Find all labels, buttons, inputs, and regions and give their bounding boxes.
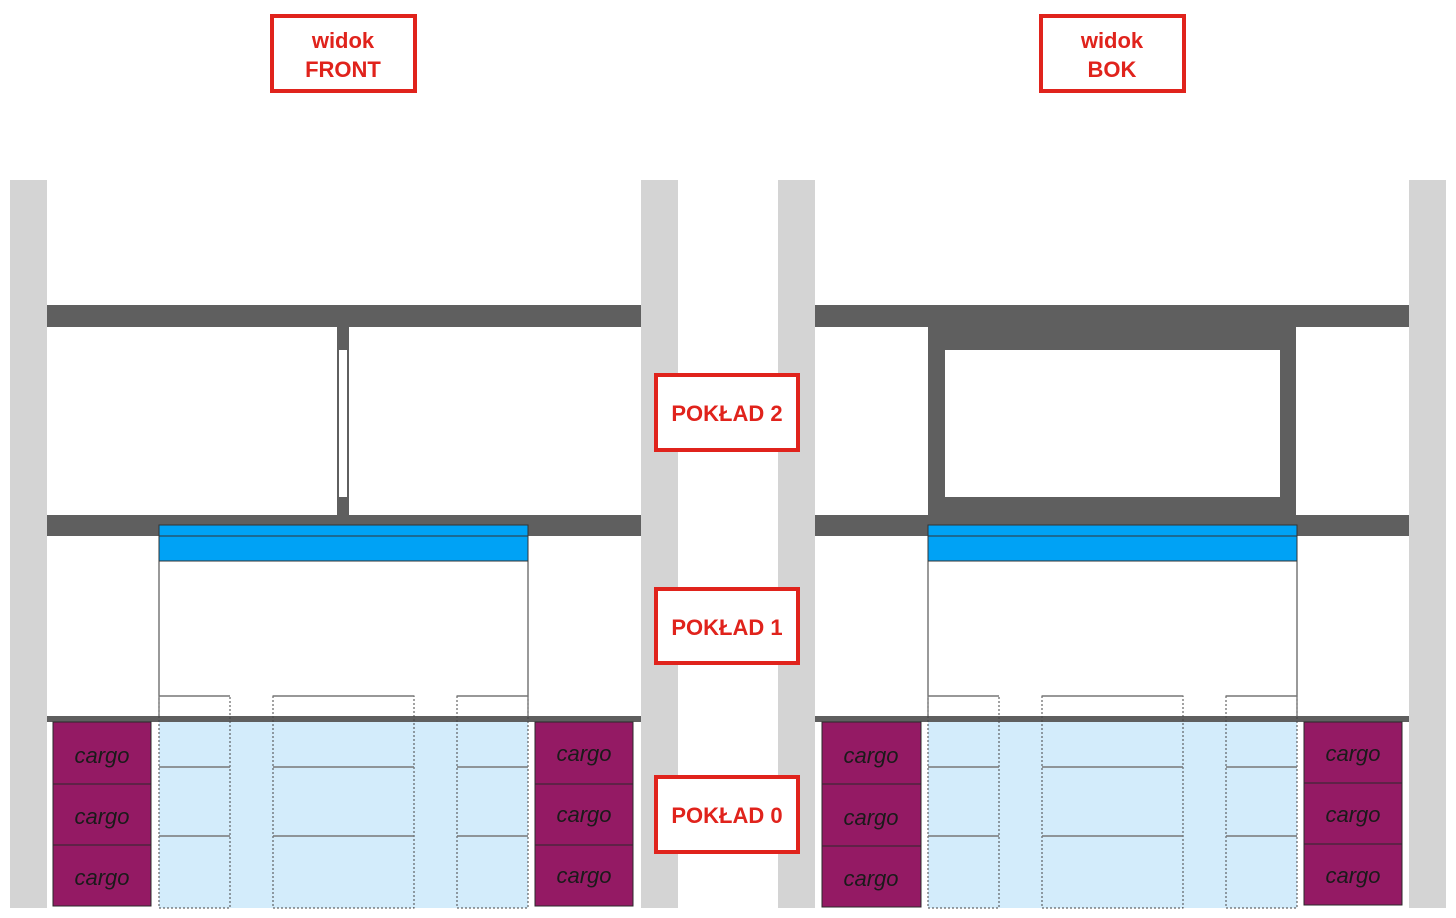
cargo-box <box>821 783 922 847</box>
deck-label-1-text: POKŁAD 1 <box>671 615 782 640</box>
cargo-box <box>1303 843 1403 906</box>
cargo-label: cargo <box>74 865 129 890</box>
side-blue-band <box>927 524 1298 562</box>
cargo-label: cargo <box>556 741 611 766</box>
cargo-label: cargo <box>556 802 611 827</box>
side-deck2-window-frame <box>928 327 1296 515</box>
side-floor-slab <box>815 716 1409 722</box>
cargo-box <box>52 721 152 785</box>
front-cargo-stack-left: cargo cargo cargo <box>52 721 152 907</box>
title-side-line2: BOK <box>1088 57 1137 82</box>
front-deck1-room <box>158 524 529 719</box>
side-lower-hold <box>927 695 1298 909</box>
side-wall-right <box>1409 180 1446 908</box>
cargo-box <box>1303 721 1403 784</box>
deck-label-2-text: POKŁAD 2 <box>671 401 782 426</box>
cargo-label: cargo <box>843 805 898 830</box>
front-cargo-stack-right: cargo cargo cargo <box>534 721 634 907</box>
cargo-box <box>52 844 152 907</box>
cargo-box <box>534 721 634 785</box>
title-side: widok BOK <box>1039 14 1186 93</box>
cargo-label: cargo <box>843 866 898 891</box>
front-floor-slab <box>47 716 641 722</box>
side-view: cargo cargo cargo cargo cargo cargo <box>778 180 1446 909</box>
side-deck1-room <box>927 524 1298 719</box>
front-divider-column <box>337 327 349 515</box>
side-slab-top <box>815 305 1409 327</box>
cargo-box <box>1303 782 1403 845</box>
cargo-label: cargo <box>556 863 611 888</box>
cargo-label: cargo <box>74 804 129 829</box>
cargo-box <box>534 844 634 907</box>
title-front: widok FRONT <box>270 14 417 93</box>
cargo-box <box>52 783 152 846</box>
front-wall-left <box>10 180 47 908</box>
deck-label-0: POKŁAD 0 <box>654 775 800 854</box>
title-side-line1: widok <box>1080 28 1144 53</box>
cargo-box <box>821 845 922 908</box>
front-lower-hold <box>158 695 529 909</box>
deck-label-1: POKŁAD 1 <box>654 587 800 665</box>
side-cargo-stack-right: cargo cargo cargo <box>1303 721 1403 906</box>
cargo-label: cargo <box>843 743 898 768</box>
deck-label-2: POKŁAD 2 <box>654 373 800 452</box>
cargo-box <box>534 783 634 846</box>
cargo-box <box>821 721 922 785</box>
front-slab-top <box>47 305 641 327</box>
side-cargo-stack-left: cargo cargo cargo <box>821 721 922 908</box>
front-blue-band <box>158 524 529 562</box>
cargo-label: cargo <box>74 743 129 768</box>
cargo-label: cargo <box>1325 802 1380 827</box>
deck-label-0-text: POKŁAD 0 <box>671 803 782 828</box>
title-front-line2: FRONT <box>305 57 381 82</box>
cargo-label: cargo <box>1325 863 1380 888</box>
front-view: cargo cargo cargo cargo cargo cargo <box>10 180 678 909</box>
cargo-label: cargo <box>1325 741 1380 766</box>
title-front-line1: widok <box>311 28 375 53</box>
